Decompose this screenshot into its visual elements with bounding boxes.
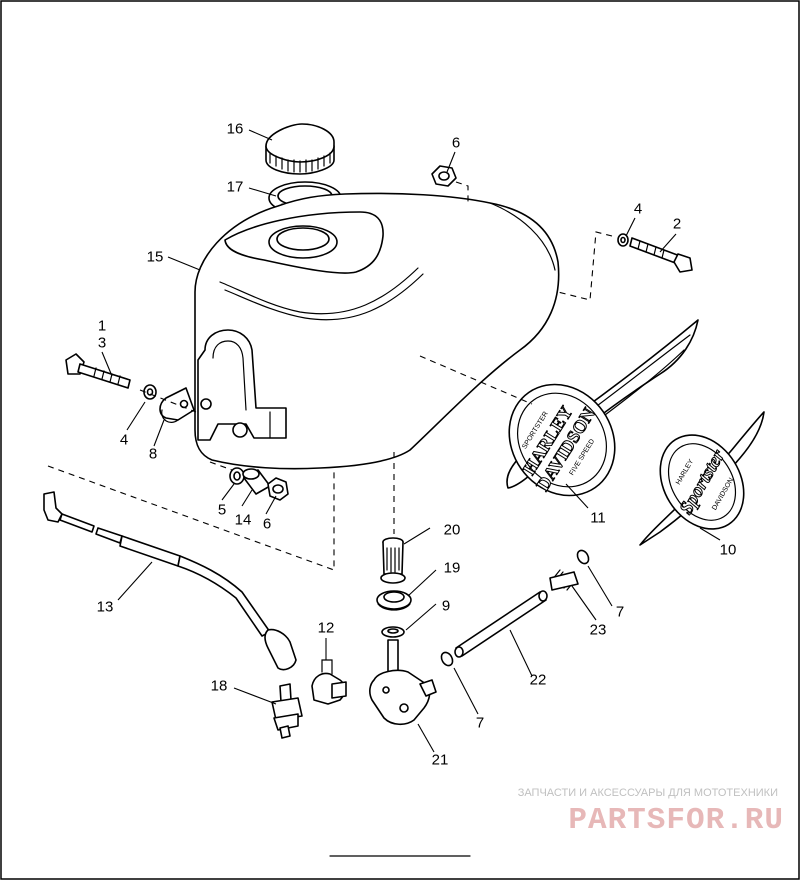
washer-right-part [617,233,629,247]
callout-2: 2 [673,216,681,233]
callout-6-top: 6 [452,135,460,152]
spring-part [549,569,579,591]
callout-16: 16 [227,121,244,138]
callout-3: 3 [98,335,106,352]
callout-22: 22 [530,672,547,689]
callout-8: 8 [149,446,157,463]
callout-18: 18 [211,678,228,695]
callout-17: 17 [227,179,244,196]
callout-1: 1 [98,318,106,335]
washer-left-part [143,384,157,400]
fuel-filter-part [271,683,303,739]
callout-12: 12 [318,620,335,637]
nut-bottom-part [267,477,289,501]
crossover-line-part [454,590,548,658]
sportster-emblem-part: Sportster HARLEY DAVIDSON [639,411,765,546]
vent-hose-part [43,491,297,671]
bushing-part [242,468,271,495]
watermark: ЗАПЧАСТИ И АКСЕССУАРЫ ДЛЯ МОТОТЕХНИКИ PA… [329,787,784,857]
leader-lines [101,129,721,753]
callout-4-left: 4 [120,432,128,449]
fuel-tank-part [194,192,560,470]
hd-emblem-part: HARLEY DAVIDSON SPORTSTER FIVE SPEED [506,319,699,497]
callout-19: 19 [444,560,461,577]
filler-cap-part [265,123,335,175]
callout-21: 21 [432,752,449,769]
assembly-lines [47,181,613,571]
callout-10: 10 [720,542,737,559]
watermark-logo: PARTSFOR.RU [568,803,784,838]
watermark-tagline: ЗАПЧАСТИ И АКСЕССУАРЫ ДЛЯ МОТОТЕХНИКИ [518,787,778,799]
callout-4-right: 4 [634,201,642,218]
o-ring-lower-part [440,651,454,667]
callout-5: 5 [218,502,226,519]
callout-7-lower: 7 [476,715,484,732]
callout-23: 23 [590,622,607,639]
bolt-right-part [629,237,693,273]
nut-top-part [431,165,457,187]
callout-6-bottom: 6 [263,516,271,533]
callout-7-upper: 7 [616,604,624,621]
bolt-left-part [65,353,131,389]
callout-20: 20 [444,522,461,539]
callout-9: 9 [442,598,450,615]
petcock-strainer-part [380,537,406,584]
callout-15: 15 [147,249,164,266]
o-ring-upper-part [576,549,590,565]
callout-14: 14 [235,512,252,529]
callout-numbers: 16 17 15 6 4 2 1 3 4 8 5 14 6 11 10 20 1… [97,121,737,769]
clip-part [159,387,195,423]
clamp-part [311,659,347,705]
petcock-gasket-part [381,626,405,638]
callout-11: 11 [590,510,606,527]
callout-13: 13 [97,599,114,616]
spacer-part [229,467,245,485]
petcock-nut-part [376,590,412,611]
petcock-valve-part [369,639,437,726]
